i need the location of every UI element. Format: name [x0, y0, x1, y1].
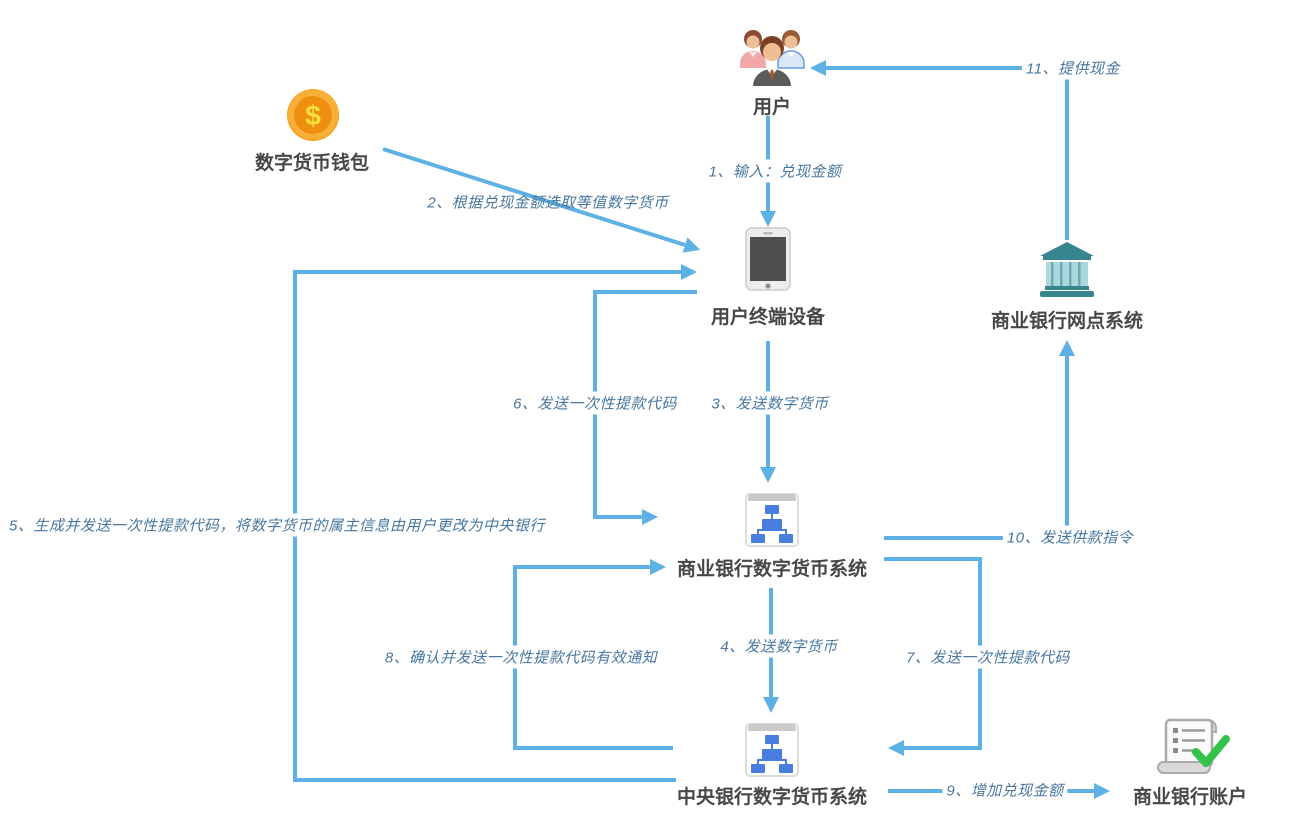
edge-label-2: 2、根据兑现金额选取等值数字货币: [427, 194, 669, 212]
edge-label-10: 10、发送供款指令: [1002, 525, 1138, 549]
edge-2-line: [382, 147, 701, 253]
node-label-user: 用户: [752, 97, 792, 118]
svg-text:$: $: [305, 100, 321, 131]
edge-label-7: 7、发送一次性提款代码: [902, 645, 1074, 669]
edge-10-line: [884, 340, 1075, 540]
edge-label-6: 6、发送一次性提款代码: [509, 391, 681, 415]
scroll-check-icon: [1157, 718, 1230, 774]
edge-label-3: 3、发送数字货币: [707, 391, 833, 415]
node-label-commercial-dc-system: 商业银行数字货币系统: [676, 559, 868, 580]
edge-label-8: 8、确认并发送一次性提款代码有效通知: [380, 645, 662, 669]
edge-11-line: [810, 60, 1069, 240]
node-label-bank-account: 商业银行账户: [1132, 787, 1248, 808]
node-label-wallet: 数字货币钱包: [254, 153, 370, 174]
edge-label-4: 4、发送数字货币: [716, 634, 842, 658]
node-label-branch: 商业银行网点系统: [990, 311, 1144, 332]
org-chart-icon: [745, 493, 799, 547]
edge-label-5: 5、生成并发送一次性提款代码，将数字货币的属主信息由用户更改为中央银行: [5, 513, 549, 537]
node-label-central-dc-system: 中央银行数字货币系统: [676, 787, 868, 808]
node-label-terminal: 用户终端设备: [710, 307, 826, 328]
coin-icon: $: [287, 89, 339, 141]
edge-label-11: 11、提供现金: [1021, 56, 1125, 80]
edge-label-9: 9、增加兑现金额: [942, 778, 1068, 802]
smartphone-icon: [745, 227, 791, 291]
users-icon: [740, 30, 805, 86]
org-chart-icon: [745, 723, 799, 777]
edge-label-1: 1、输入：兑现金额: [704, 159, 846, 183]
bank-icon: [1040, 242, 1094, 297]
